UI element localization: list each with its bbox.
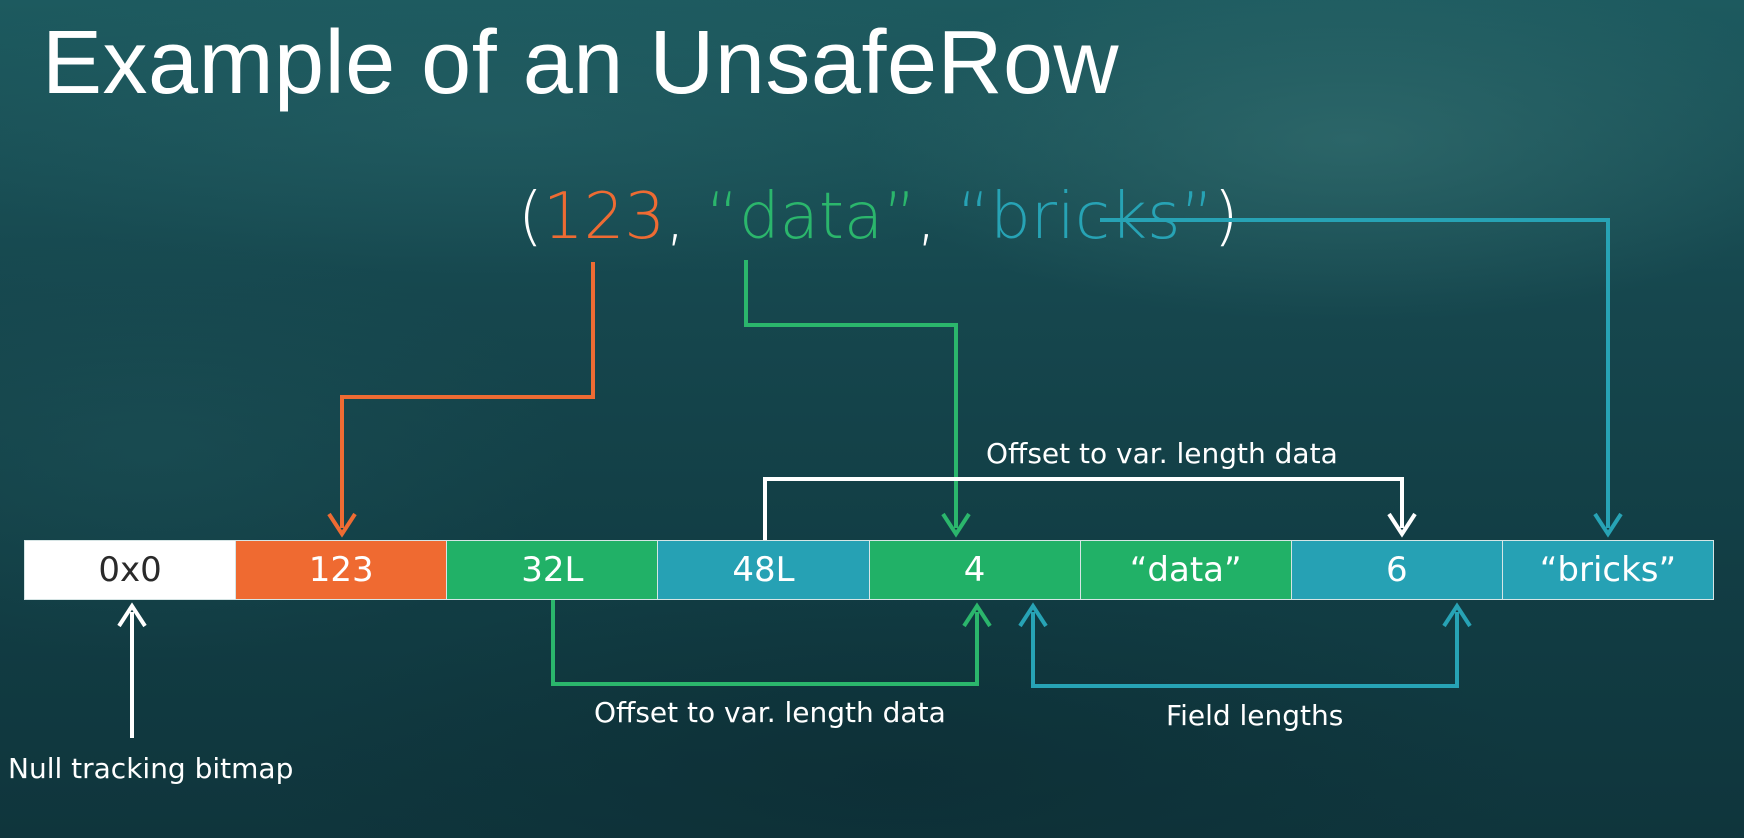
row-cell-length-bricks: 6 (1291, 541, 1503, 599)
row-cell-length-data: 4 (869, 541, 1081, 599)
row-tuple: (123, “data”, “bricks”) (518, 182, 1239, 252)
label-null-bitmap: Null tracking bitmap (8, 752, 294, 785)
tuple-value-int: 123 (542, 180, 666, 254)
row-cell-offset-bricks: 48L (658, 541, 870, 599)
arrow-data-to-cell (744, 260, 971, 538)
row-cell-offset-data: 32L (447, 541, 659, 599)
tuple-open-paren: ( (518, 180, 543, 254)
tuple-value-data: “data” (705, 180, 917, 254)
row-cell-int-value: 123 (236, 541, 448, 599)
tuple-close-paren: ) (1213, 180, 1239, 254)
row-cell-data-string: “data” (1080, 541, 1292, 599)
tuple-separator: , (665, 180, 706, 254)
row-cell-bricks-string: “bricks” (1502, 541, 1713, 599)
label-offset-top: Offset to var. length data (986, 437, 1338, 470)
label-offset-bottom: Offset to var. length data (594, 696, 946, 729)
arrow-offset-bottom (551, 600, 992, 686)
slide-title: Example of an UnsafeRow (42, 13, 1120, 113)
unsafe-row: 0x0 123 32L 48L 4 “data” 6 “bricks” (24, 540, 1714, 600)
arrow-offset-top (763, 477, 1417, 540)
tuple-separator: , (916, 180, 957, 254)
tuple-value-bricks: “bricks” (956, 180, 1214, 254)
arrow-int-to-cell (327, 262, 595, 538)
arrow-bricks-to-cell (1100, 218, 1623, 538)
arrow-null-bitmap (117, 602, 147, 738)
arrow-field-lengths (1018, 602, 1472, 688)
label-field-lengths: Field lengths (1166, 699, 1344, 732)
row-cell-null-bitmap: 0x0 (25, 541, 237, 599)
